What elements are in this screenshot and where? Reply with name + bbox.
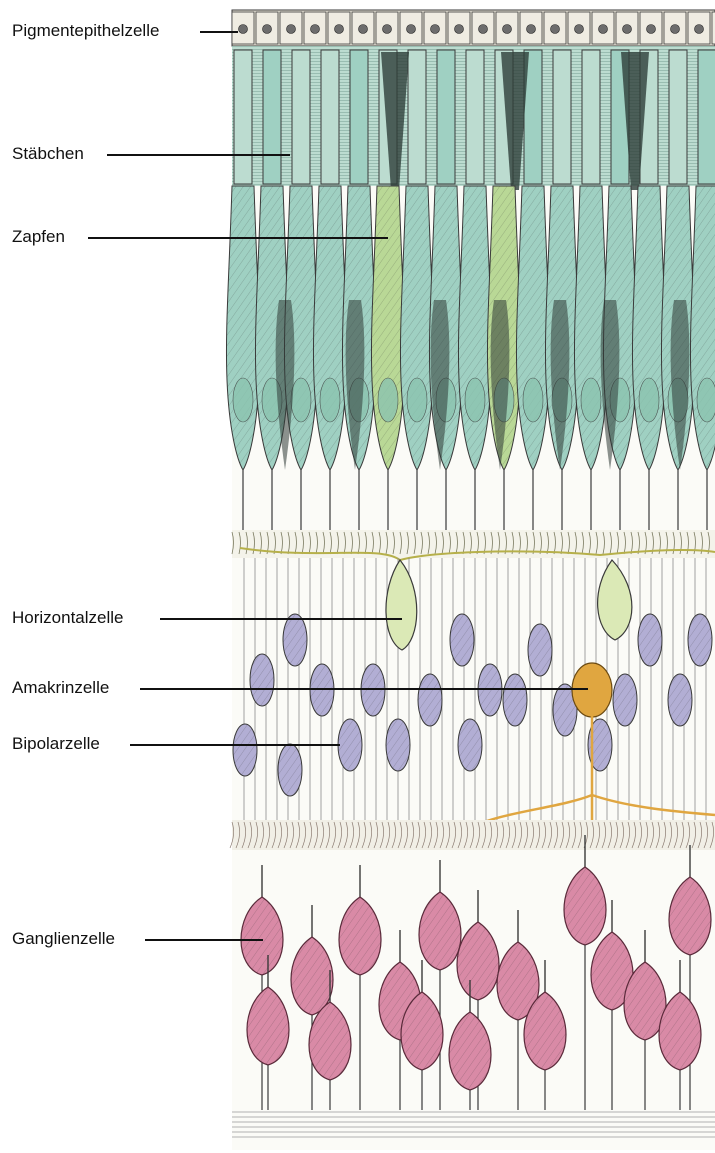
pigment-nucleus <box>359 25 368 34</box>
cone-cell-shading <box>371 186 404 470</box>
bipolar-cell-shading <box>283 614 307 666</box>
cone-pointer <box>88 237 388 239</box>
photoreceptor-nucleus <box>581 378 601 422</box>
pigment-nucleus <box>431 25 440 34</box>
bipolar-cell-shading <box>638 614 662 666</box>
pigment-nucleus <box>239 25 248 34</box>
amacrine-cell-pointer <box>140 688 588 690</box>
amacrine-cell-label: Amakrinzelle <box>12 679 109 696</box>
horizontal-cell-pointer <box>160 618 402 620</box>
bipolar-cell-pointer <box>130 744 340 746</box>
rod-outer-segment <box>437 50 455 184</box>
bipolar-cell-shading <box>361 664 385 716</box>
bipolar-cell-shading <box>278 744 302 796</box>
pigment-nucleus <box>599 25 608 34</box>
ganglion-cell-label: Ganglienzelle <box>12 930 115 947</box>
bipolar-cell-shading <box>418 674 442 726</box>
pigment-nucleus <box>335 25 344 34</box>
pigment-nucleus <box>407 25 416 34</box>
bipolar-cell-shading <box>233 724 257 776</box>
bipolar-cell-shading <box>250 654 274 706</box>
rod-outer-segment <box>698 50 715 184</box>
rod-label: Stäbchen <box>12 145 84 162</box>
pigment-nucleus <box>671 25 680 34</box>
photoreceptor-nucleus <box>407 378 427 422</box>
rod-outer-segment <box>466 50 484 184</box>
pigment-nucleus <box>455 25 464 34</box>
pigment-nucleus <box>551 25 560 34</box>
bipolar-cell-shading <box>478 664 502 716</box>
rod-outer-segment <box>669 50 687 184</box>
pigment-nucleus <box>623 25 632 34</box>
rod-pointer <box>107 154 290 156</box>
photoreceptor-nucleus <box>523 378 543 422</box>
bipolar-cell-shading <box>668 674 692 726</box>
rod-outer-segment <box>350 50 368 184</box>
rod-outer-segment <box>234 50 252 184</box>
rod-outer-segment <box>408 50 426 184</box>
pigment-nucleus <box>263 25 272 34</box>
photoreceptor-nucleus <box>639 378 659 422</box>
pigment-nucleus <box>287 25 296 34</box>
rod-outer-segment <box>553 50 571 184</box>
bipolar-cell-shading <box>688 614 712 666</box>
photoreceptor-nucleus <box>291 378 311 422</box>
pigment-nucleus <box>695 25 704 34</box>
cone-cell-shading <box>458 186 491 470</box>
bipolar-cell-shading <box>338 719 362 771</box>
photoreceptor-nucleus <box>378 378 398 422</box>
cone-label: Zapfen <box>12 228 65 245</box>
bipolar-cell-shading <box>386 719 410 771</box>
pigment-epithelium-pointer <box>200 31 238 33</box>
bipolar-cell-shading <box>458 719 482 771</box>
pigment-nucleus <box>575 25 584 34</box>
bipolar-cell-shading <box>310 664 334 716</box>
bipolar-cell-label: Bipolarzelle <box>12 735 100 752</box>
pigment-nucleus <box>527 25 536 34</box>
pigment-nucleus <box>311 25 320 34</box>
cone-cell-shading <box>313 186 346 470</box>
amacrine-cell <box>572 663 612 717</box>
photoreceptor-nucleus <box>697 378 715 422</box>
rod-outer-segment <box>582 50 600 184</box>
rod-outer-segment <box>263 50 281 184</box>
pigment-nucleus <box>503 25 512 34</box>
rod-outer-segment <box>321 50 339 184</box>
pigment-nucleus <box>479 25 488 34</box>
cone-cell-shading <box>632 186 665 470</box>
cone-cell-shading <box>516 186 549 470</box>
photoreceptor-nucleus <box>465 378 485 422</box>
rod-outer-segment <box>292 50 310 184</box>
photoreceptor-nucleus <box>320 378 340 422</box>
pigment-epithelium-label: Pigmentepithelzelle <box>12 22 159 39</box>
cone-cell-shading <box>226 186 259 470</box>
cone-cell-shading <box>400 186 433 470</box>
horizontal-cell-label: Horizontalzelle <box>12 609 124 626</box>
bipolar-cell-shading <box>503 674 527 726</box>
pigment-nucleus <box>383 25 392 34</box>
bipolar-cell-shading <box>613 674 637 726</box>
ganglion-cell-pointer <box>145 939 263 941</box>
bipolar-cell-shading <box>528 624 552 676</box>
photoreceptor-nucleus <box>233 378 253 422</box>
bipolar-cell-shading <box>450 614 474 666</box>
pigment-nucleus <box>647 25 656 34</box>
